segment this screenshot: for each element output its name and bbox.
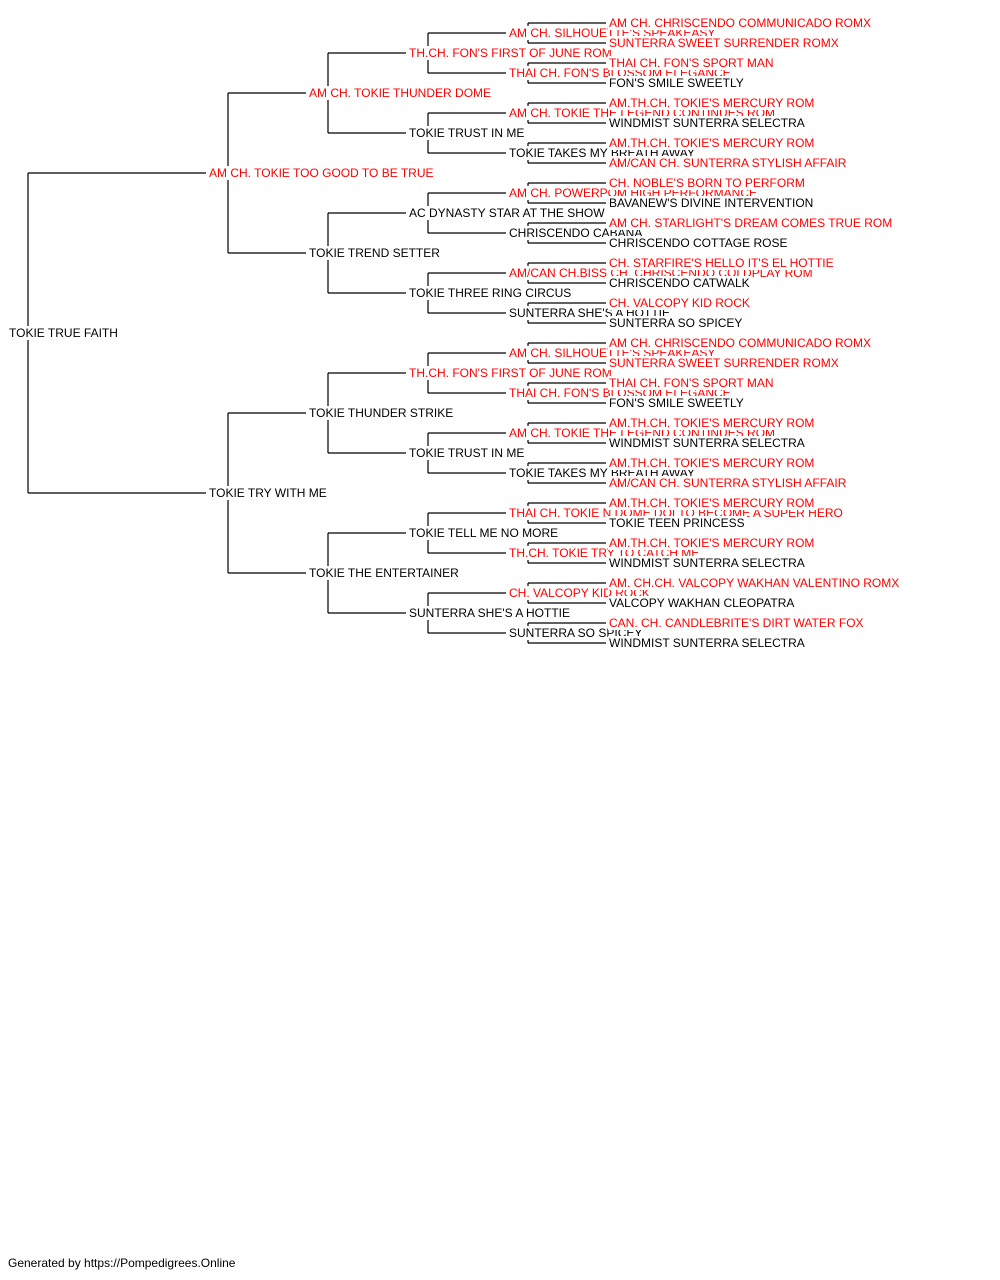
dog-name-gen5: AM/CAN CH. SUNTERRA STYLISH AFFAIR [608, 476, 849, 490]
dog-name-gen3: TH.CH. FON'S FIRST OF JUNE ROM [408, 46, 614, 60]
dog-name-gen3: TH.CH. FON'S FIRST OF JUNE ROM [408, 366, 614, 380]
dog-name-gen5: AM.TH.CH. TOKIE'S MERCURY ROM [608, 496, 817, 510]
dog-name-gen5: VALCOPY WAKHAN CLEOPATRA [608, 596, 797, 610]
dog-name-gen5: WINDMIST SUNTERRA SELECTRA [608, 636, 807, 650]
dog-name-gen5: THAI CH. FON'S SPORT MAN [608, 376, 776, 390]
dog-name-gen5: AM CH. STARLIGHT'S DREAM COMES TRUE ROM [608, 216, 895, 230]
dog-name-gen5: AM.TH.CH. TOKIE'S MERCURY ROM [608, 96, 817, 110]
dog-name-gen0: TOKIE TRUE FAITH [8, 326, 120, 340]
dog-name-gen3: TOKIE TRUST IN ME [408, 446, 527, 460]
dog-name-gen2: TOKIE TREND SETTER [308, 246, 442, 260]
dog-name-gen5: AM CH. CHRISCENDO COMMUNICADO ROMX [608, 16, 874, 30]
dog-name-gen2: TOKIE THUNDER STRIKE [308, 406, 456, 420]
dog-name-gen3: SUNTERRA SHE'S A HOTTIE [408, 606, 572, 620]
dog-name-gen5: CH. NOBLE'S BORN TO PERFORM [608, 176, 807, 190]
dog-name-gen5: BAVANEW'S DIVINE INTERVENTION [608, 196, 816, 210]
generated-by-footer: Generated by https://Pompedigrees.Online [8, 1256, 236, 1270]
dog-name-gen5: AM.TH.CH. TOKIE'S MERCURY ROM [608, 456, 817, 470]
dog-name-gen3: TOKIE TRUST IN ME [408, 126, 527, 140]
dog-name-gen5: AM/CAN CH. SUNTERRA STYLISH AFFAIR [608, 156, 849, 170]
dog-name-gen5: AM.TH.CH. TOKIE'S MERCURY ROM [608, 536, 817, 550]
dog-name-gen5: TOKIE TEEN PRINCESS [608, 516, 747, 530]
dog-name-gen5: AM.TH.CH. TOKIE'S MERCURY ROM [608, 416, 817, 430]
dog-name-gen5: CH. STARFIRE'S HELLO IT'S EL HOTTIE [608, 256, 836, 270]
dog-name-gen5: CHRISCENDO COTTAGE ROSE [608, 236, 790, 250]
dog-name-gen3: TOKIE THREE RING CIRCUS [408, 286, 574, 300]
dog-name-gen2: AM CH. TOKIE THUNDER DOME [308, 86, 494, 100]
dog-name-gen5: AM CH. CHRISCENDO COMMUNICADO ROMX [608, 336, 874, 350]
dog-name-gen1: TOKIE TRY WITH ME [208, 486, 329, 500]
dog-name-gen5: FON'S SMILE SWEETLY [608, 76, 746, 90]
dog-name-gen5: SUNTERRA SO SPICEY [608, 316, 745, 330]
dog-name-gen3: AC DYNASTY STAR AT THE SHOW [408, 206, 607, 220]
dog-name-gen5: WINDMIST SUNTERRA SELECTRA [608, 116, 807, 130]
dog-name-gen5: CHRISCENDO CATWALK [608, 276, 752, 290]
dog-name-gen5: CH. VALCOPY KID ROCK [608, 296, 752, 310]
dog-name-gen5: AM. CH.CH. VALCOPY WAKHAN VALENTINO ROMX [608, 576, 902, 590]
dog-name-gen5: CAN. CH. CANDLEBRITE'S DIRT WATER FOX [608, 616, 866, 630]
dog-name-gen5: WINDMIST SUNTERRA SELECTRA [608, 556, 807, 570]
dog-name-gen5: WINDMIST SUNTERRA SELECTRA [608, 436, 807, 450]
dog-name-gen1: AM CH. TOKIE TOO GOOD TO BE TRUE [208, 166, 436, 180]
dog-name-gen5: SUNTERRA SWEET SURRENDER ROMX [608, 356, 841, 370]
dog-name-gen2: TOKIE THE ENTERTAINER [308, 566, 461, 580]
dog-name-gen5: FON'S SMILE SWEETLY [608, 396, 746, 410]
dog-name-gen3: TOKIE TELL ME NO MORE [408, 526, 561, 540]
dog-name-gen5: THAI CH. FON'S SPORT MAN [608, 56, 776, 70]
dog-name-gen5: AM.TH.CH. TOKIE'S MERCURY ROM [608, 136, 817, 150]
dog-name-gen5: SUNTERRA SWEET SURRENDER ROMX [608, 36, 841, 50]
